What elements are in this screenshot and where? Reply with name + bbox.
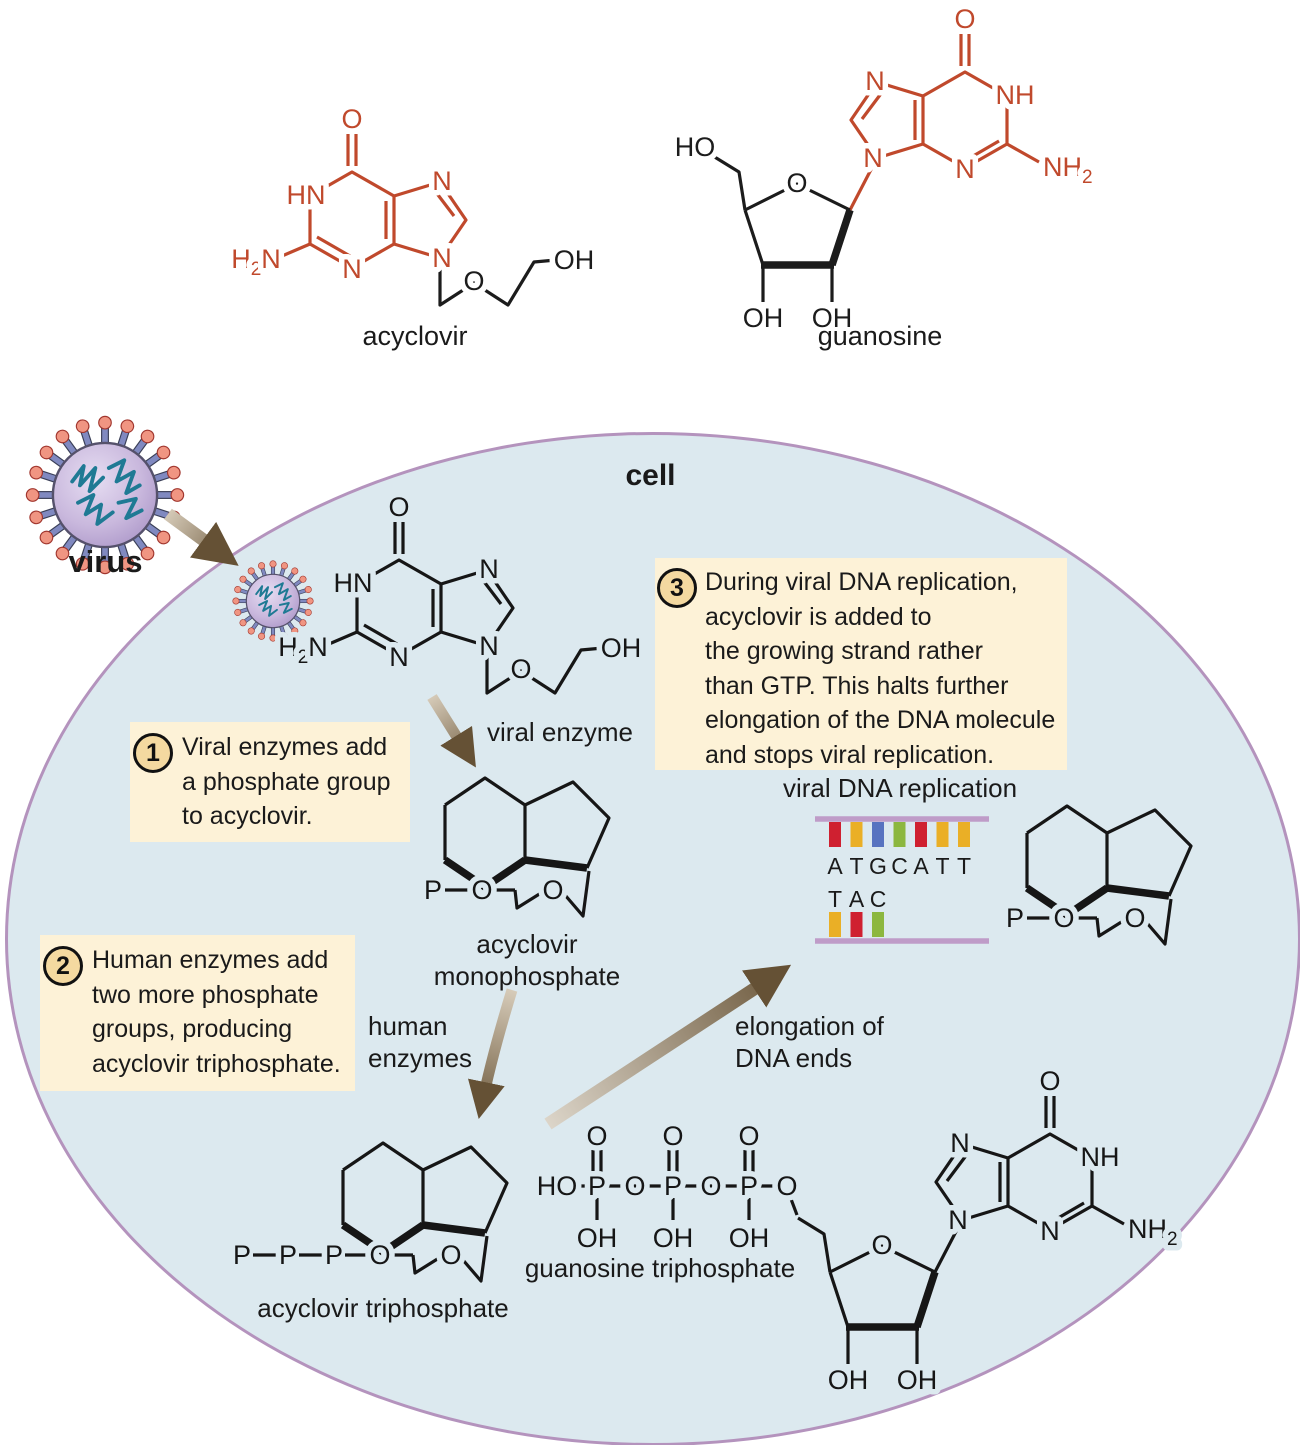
atom-P: P bbox=[279, 1240, 297, 1270]
atom-O: O bbox=[624, 1171, 645, 1201]
dna-base-letter: T bbox=[849, 853, 863, 879]
atom-P: P bbox=[664, 1171, 682, 1201]
human-enzymes-line: human bbox=[368, 1011, 448, 1041]
dna-base-letter: T bbox=[957, 853, 971, 879]
dna-bar bbox=[872, 822, 884, 847]
dna-top-sequence: A T G C A T T T A C bbox=[827, 853, 971, 912]
atom-P: P bbox=[740, 1171, 758, 1201]
step-3-line: During viral DNA replication, bbox=[705, 568, 1018, 596]
step-3-line: and stops viral replication. bbox=[705, 740, 995, 769]
atom-OH: OH bbox=[653, 1223, 694, 1253]
dna-top-bars bbox=[829, 822, 970, 847]
dna-bar bbox=[872, 912, 884, 937]
atom-P: P bbox=[588, 1171, 606, 1201]
dna-base-letter: A bbox=[827, 853, 843, 879]
dna-base-letter: G bbox=[869, 853, 887, 879]
dna-bar bbox=[893, 822, 906, 847]
step-1-line: Viral enzymes add bbox=[182, 733, 388, 761]
step-1-line: a phosphate group bbox=[182, 767, 391, 796]
acyclovir-structure-label: acyclovir bbox=[362, 321, 468, 351]
dna-base-letter: A bbox=[913, 853, 929, 879]
human-enzymes-line: enzymes bbox=[368, 1043, 473, 1073]
guanosine-triphosphate-label: guanosine triphosphate bbox=[524, 1253, 796, 1283]
step-2-line: Human enzymes add bbox=[92, 946, 329, 974]
acyclovir-monophosphate-structure: P bbox=[418, 760, 705, 940]
dna-base-letter: C bbox=[870, 886, 887, 912]
virus-label: virus bbox=[68, 544, 143, 579]
acyclovir-on-dna-structure: P bbox=[1000, 788, 1287, 968]
step-3-badge: 3 bbox=[657, 568, 697, 608]
dna-bar bbox=[829, 822, 841, 847]
dna-bar bbox=[829, 912, 841, 937]
elongation-line: DNA ends bbox=[735, 1043, 853, 1073]
viral-dna-replication-label: viral DNA replication bbox=[782, 773, 1018, 803]
dna-bar bbox=[850, 822, 863, 847]
dna-bar bbox=[915, 822, 927, 847]
dna-base-letter: T bbox=[828, 886, 842, 912]
step-2-text: Human enzymes add two more phosphate gro… bbox=[92, 943, 341, 1081]
step-2-badge: 2 bbox=[43, 946, 83, 986]
dna-bottom-bars bbox=[829, 912, 884, 937]
step-1-text: Viral enzymes add a phosphate group to a… bbox=[182, 730, 391, 834]
atom-P: P bbox=[1006, 903, 1024, 933]
atom-HO: HO bbox=[675, 132, 716, 162]
acyclovir-triphosphate-label: acyclovir triphosphate bbox=[257, 1293, 509, 1323]
cell-label: cell bbox=[625, 459, 676, 492]
step-2-line: acyclovir triphosphate. bbox=[92, 1049, 341, 1078]
callout-step-2: 2 Human enzymes add two more phosphate g… bbox=[40, 935, 355, 1091]
step-3-line: elongation of the DNA molecule bbox=[705, 706, 1056, 734]
callout-step-3: 3 During viral DNA replication, acyclovi… bbox=[655, 558, 1067, 770]
dna-bar bbox=[958, 822, 970, 847]
atom-OH: OH bbox=[577, 1223, 618, 1253]
acyclovir-triphosphate-structure: P P P bbox=[227, 1125, 604, 1310]
atom-O: O bbox=[662, 1121, 683, 1151]
atom-HO: HO bbox=[537, 1171, 578, 1201]
viral-dna-diagram: A T G C A T T T A C bbox=[815, 816, 989, 944]
step-3-line: acyclovir is added to bbox=[705, 602, 932, 631]
atom-P: P bbox=[233, 1240, 251, 1270]
atom-OH: OH bbox=[729, 1223, 770, 1253]
atom-O: O bbox=[586, 1121, 607, 1151]
dna-base-letter: T bbox=[935, 853, 949, 879]
acyclovir-structure bbox=[222, 90, 602, 330]
step-3-line: the growing strand rather bbox=[705, 637, 983, 665]
acyclovir-in-cell-structure bbox=[269, 478, 649, 718]
dna-base-letter: C bbox=[891, 853, 908, 879]
step-3-line: than GTP. This halts further bbox=[705, 671, 1009, 700]
atom-O: O bbox=[776, 1171, 797, 1201]
atom-P: P bbox=[325, 1240, 343, 1270]
atom-O: O bbox=[738, 1121, 759, 1151]
elongation-line: elongation of bbox=[735, 1011, 884, 1041]
dna-base-letter: A bbox=[849, 886, 865, 912]
acyclovir-monophosphate-label: acyclovir monophosphate bbox=[433, 929, 621, 991]
viral-enzyme-label: viral enzyme bbox=[487, 717, 633, 747]
step-1-badge: 1 bbox=[133, 733, 173, 773]
atom-O: O bbox=[700, 1171, 721, 1201]
atom-P: P bbox=[424, 875, 442, 905]
callout-step-1: 1 Viral enzymes add a phosphate group to… bbox=[130, 722, 410, 842]
step-2-line: two more phosphate bbox=[92, 980, 319, 1009]
human-enzymes-label: human enzymes bbox=[368, 1010, 508, 1074]
dna-bar bbox=[850, 912, 863, 937]
step-1-line: to acyclovir. bbox=[182, 802, 313, 830]
dna-bar bbox=[936, 822, 949, 847]
guanosine-structure-label: guanosine bbox=[817, 321, 943, 351]
elongation-label: elongation of DNA ends bbox=[735, 1010, 920, 1074]
step-3-text: During viral DNA replication, acyclovir … bbox=[705, 565, 1055, 772]
step-2-line: groups, producing bbox=[92, 1015, 293, 1043]
guanosine-structure: HO bbox=[669, 0, 1075, 350]
